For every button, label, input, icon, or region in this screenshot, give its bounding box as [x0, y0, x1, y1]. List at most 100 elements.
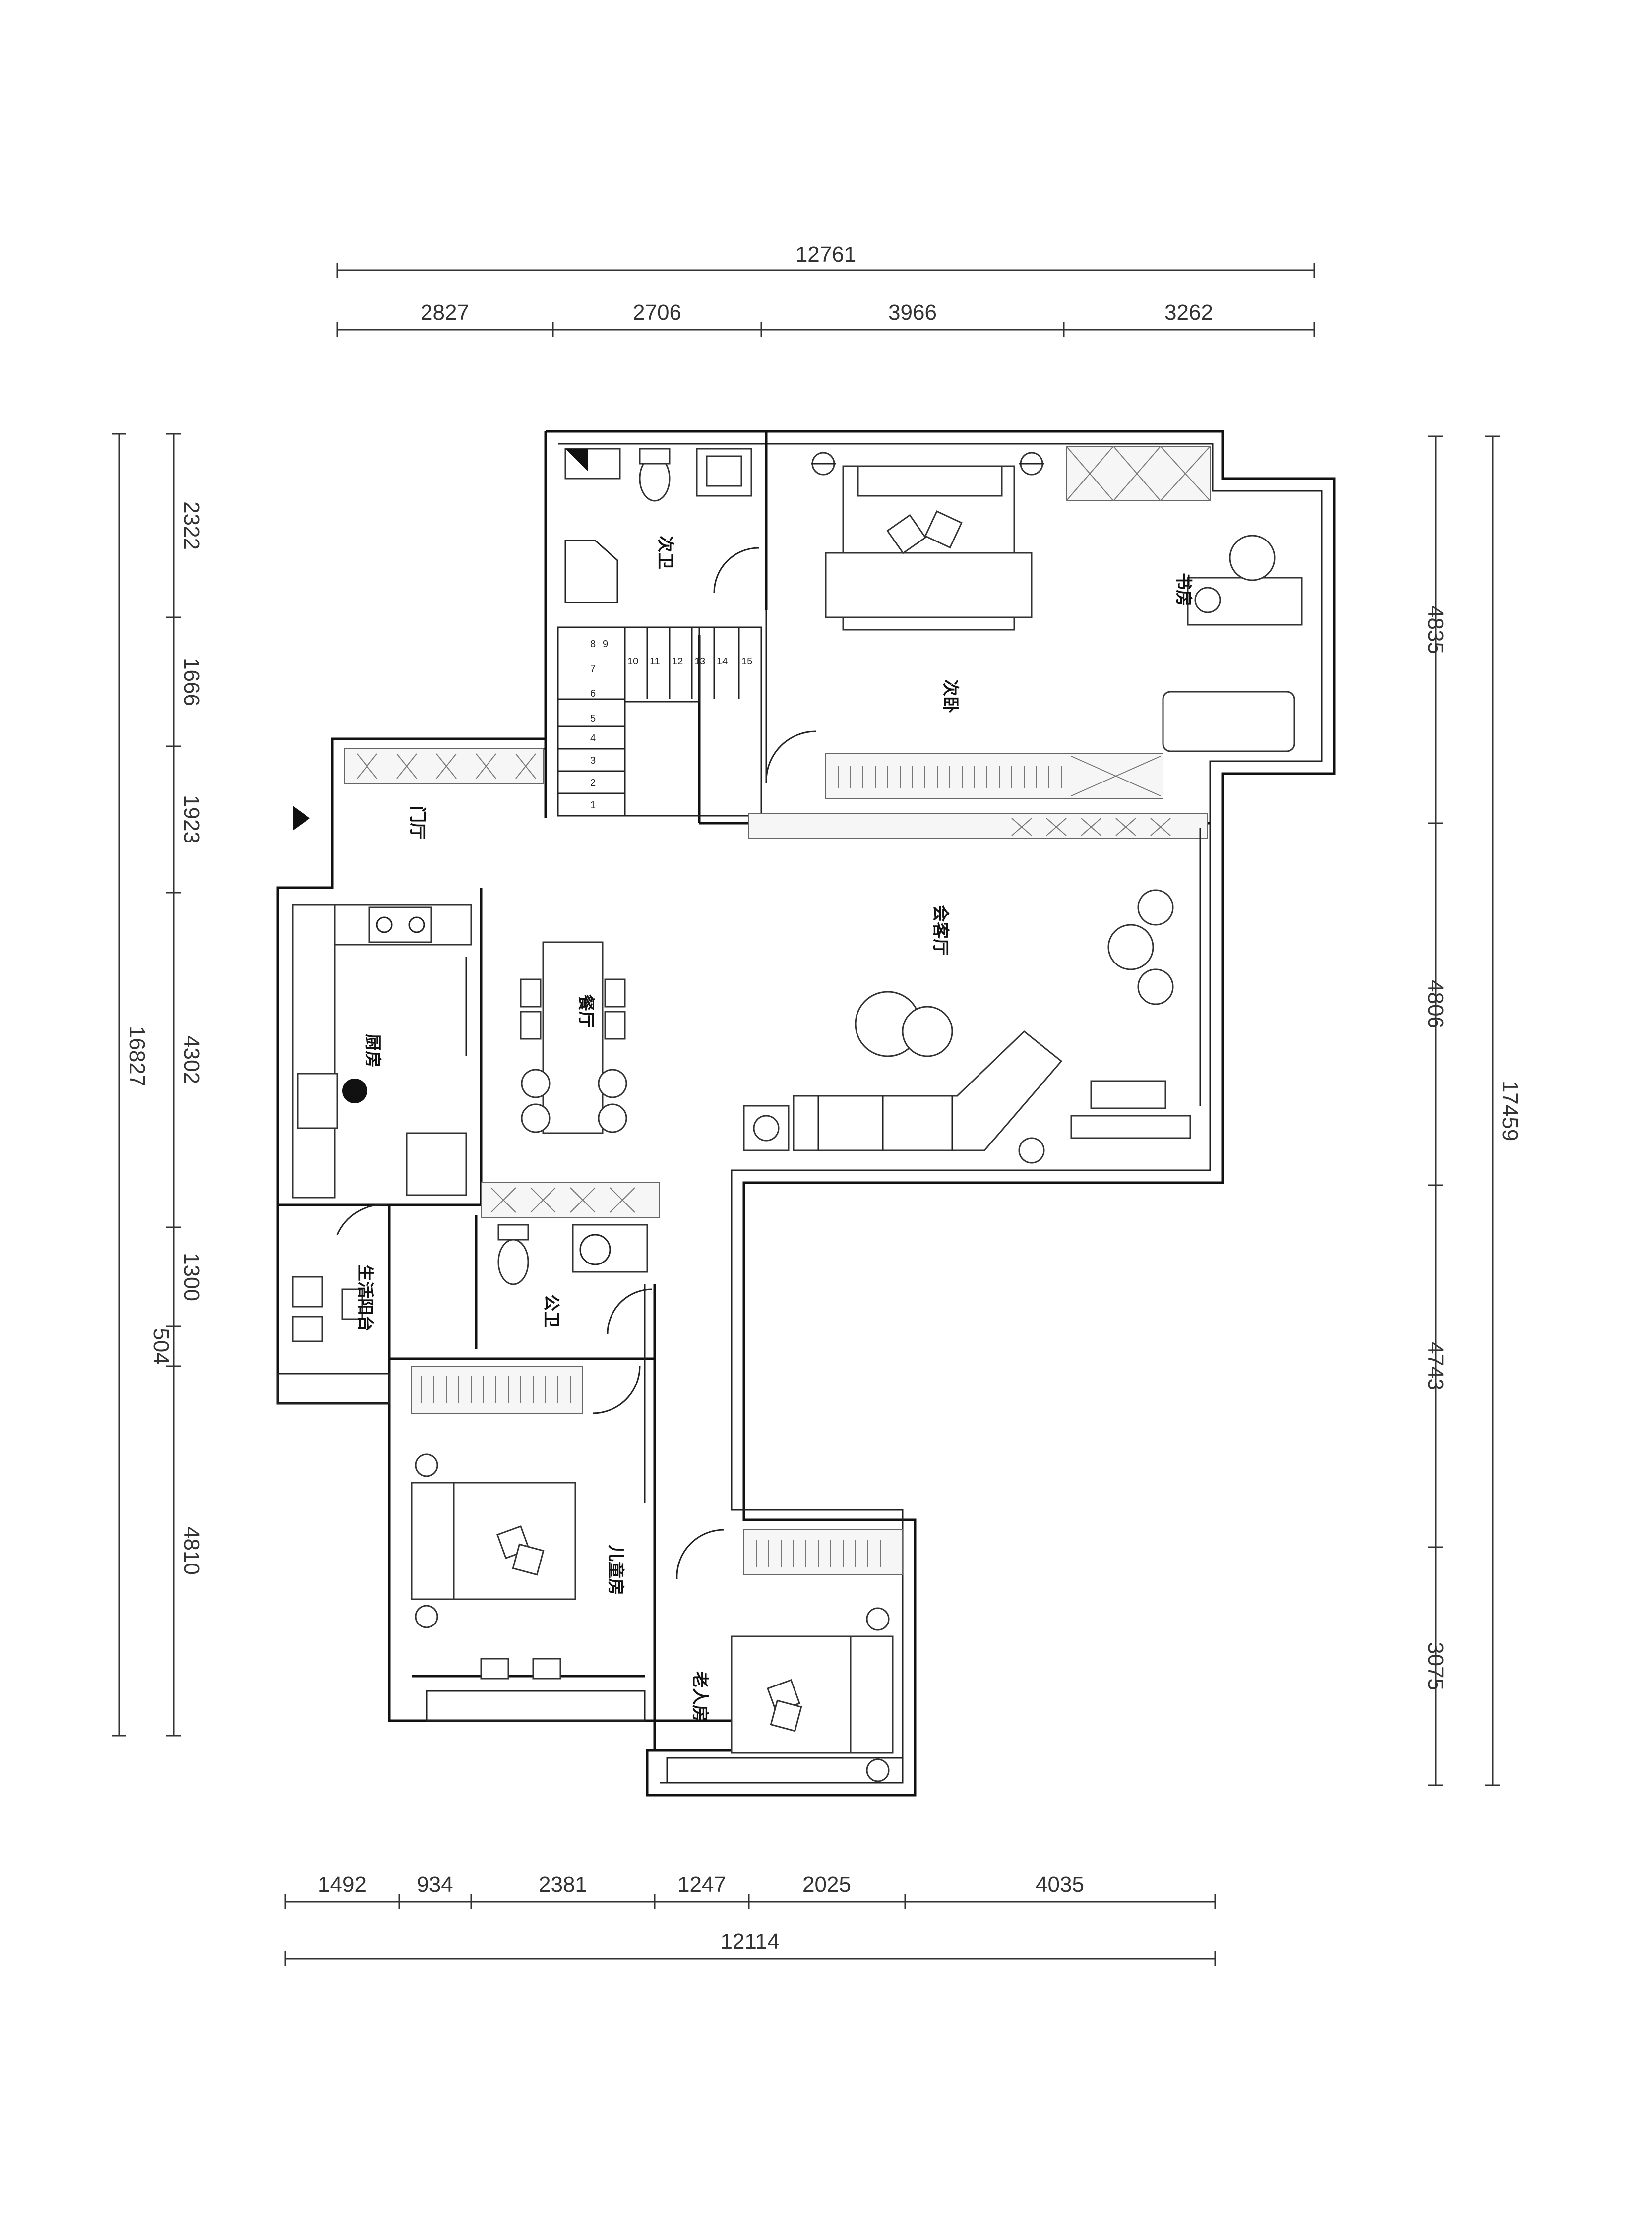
door-arc: [607, 1288, 653, 1334]
stair-9: 9: [603, 639, 608, 650]
dining-label: 餐厅: [576, 994, 595, 1028]
washer-icon: [292, 1276, 323, 1308]
top-seg-3: 3966: [888, 301, 937, 325]
right-seg-1: 4835: [1423, 605, 1448, 654]
lamp-icon: [415, 1453, 438, 1477]
right-dimensions: 4835 4806 4743 3075 17459: [1423, 435, 1522, 1786]
chair-icon: [1229, 535, 1276, 581]
door-arc: [336, 1204, 387, 1235]
bottom-total-dim: 12114: [720, 1929, 779, 1954]
living-room-label: 会客厅: [931, 905, 950, 956]
study-label: 书房: [1174, 573, 1193, 606]
second-bath: 次卫: [564, 448, 759, 603]
door-arc: [765, 730, 816, 782]
chair-icon: [520, 1011, 542, 1040]
stair-1: 1: [590, 800, 596, 811]
left-seg-7: 4810: [180, 1526, 204, 1575]
top-dimensions: 12761 2827 2706 3966 3262: [336, 242, 1315, 337]
lamp-icon: [866, 1607, 890, 1631]
top-seg-2: 2706: [633, 301, 681, 325]
stair-2: 2: [590, 778, 596, 788]
top-total-dim: 12761: [795, 242, 856, 267]
foyer: 门厅: [293, 748, 544, 840]
foyer-label: 门厅: [408, 806, 427, 840]
stair-6: 6: [590, 688, 596, 699]
toilet-icon: [497, 1239, 529, 1285]
chair-icon: [1137, 968, 1174, 1005]
chair-icon: [598, 1069, 627, 1098]
bottom-seg-2: 934: [417, 1872, 453, 1897]
chair-icon: [532, 1658, 561, 1680]
lamp-icon: [866, 1758, 890, 1782]
stair-5: 5: [590, 713, 596, 724]
stair-4: 4: [590, 733, 596, 744]
top-seg-4: 3262: [1164, 301, 1213, 325]
bottom-seg-4: 1247: [677, 1872, 726, 1897]
children-room-label: 儿童房: [606, 1545, 625, 1595]
right-total-dim: 17459: [1498, 1081, 1522, 1141]
chair-icon: [598, 1103, 627, 1133]
piano: [1070, 1115, 1191, 1139]
right-seg-3: 4743: [1423, 1342, 1448, 1390]
chair-icon: [480, 1658, 509, 1680]
sofa: [1162, 691, 1295, 752]
door-arc: [676, 1529, 725, 1580]
bottom-seg-5: 2025: [802, 1872, 851, 1897]
dining: 餐厅: [520, 941, 627, 1134]
stair-15: 15: [741, 656, 752, 667]
door-arc: [713, 547, 759, 593]
chair-icon: [604, 978, 626, 1008]
top-seg-1: 2827: [421, 301, 469, 325]
stair-12: 12: [672, 656, 683, 667]
door-arc: [592, 1366, 641, 1414]
chair-icon: [604, 1011, 626, 1040]
left-seg-2: 1666: [180, 658, 204, 706]
utility-balcony: 生活阳台: [292, 1264, 374, 1342]
stove-icon: [368, 906, 432, 943]
fridge: [406, 1132, 467, 1196]
stair-11: 11: [650, 656, 660, 667]
bottom-seg-3: 2381: [539, 1872, 587, 1897]
elder-room-label: 老人房: [690, 1671, 709, 1722]
lamp-icon: [415, 1605, 438, 1628]
chair-icon: [1137, 889, 1174, 926]
left-seg-4: 4302: [180, 1035, 204, 1084]
faucet-icon: [342, 1079, 367, 1103]
right-seg-4: 3075: [1423, 1642, 1448, 1690]
bottom-seg-1: 1492: [318, 1872, 367, 1897]
stair-3: 3: [590, 755, 596, 766]
second-bath-label: 次卫: [656, 536, 674, 569]
living-room: 会客厅: [743, 813, 1211, 1164]
staircase: 1 2 3 4 5 6 7 8 9 10 11 12 13 14 15: [557, 626, 762, 817]
left-dimensions: 16827 2322 1666 1923 4302 1300 504 4810: [112, 433, 204, 1737]
left-seg-5: 1300: [180, 1253, 204, 1301]
bottom-seg-6: 4035: [1036, 1872, 1084, 1897]
chair-icon: [521, 1069, 551, 1098]
stair-14: 14: [717, 656, 728, 667]
dining-table: [542, 941, 604, 1134]
stair-13: 13: [694, 656, 705, 667]
chair-icon: [521, 1103, 551, 1133]
left-seg-3: 1923: [180, 795, 204, 843]
lamp-icon: [1018, 1137, 1045, 1164]
stair-10: 10: [627, 656, 638, 667]
stair-7: 7: [590, 663, 596, 674]
coffee-table: [902, 1006, 953, 1057]
second-bedroom-label: 次卧: [941, 679, 960, 713]
stair-8: 8: [590, 639, 596, 650]
public-bath-label: 公卫: [542, 1294, 560, 1328]
left-seg-1: 2322: [180, 501, 204, 550]
study: 书房: [1066, 446, 1303, 752]
children-room: 儿童房: [411, 1366, 641, 1680]
public-bath: 公卫: [481, 1182, 660, 1334]
left-total-dim: 16827: [125, 1026, 149, 1086]
bottom-dimensions: 1492 934 2381 1247 2025 4035 12114: [284, 1872, 1216, 1966]
kitchen-label: 厨房: [363, 1034, 382, 1068]
elder-room: 老人房: [676, 1529, 903, 1782]
sink-icon: [297, 1073, 338, 1129]
right-seg-2: 4806: [1423, 980, 1448, 1028]
sofa: [793, 1030, 1063, 1151]
utility-balcony-label: 生活阳台: [356, 1264, 374, 1332]
second-bedroom: 次卧: [765, 452, 1163, 799]
